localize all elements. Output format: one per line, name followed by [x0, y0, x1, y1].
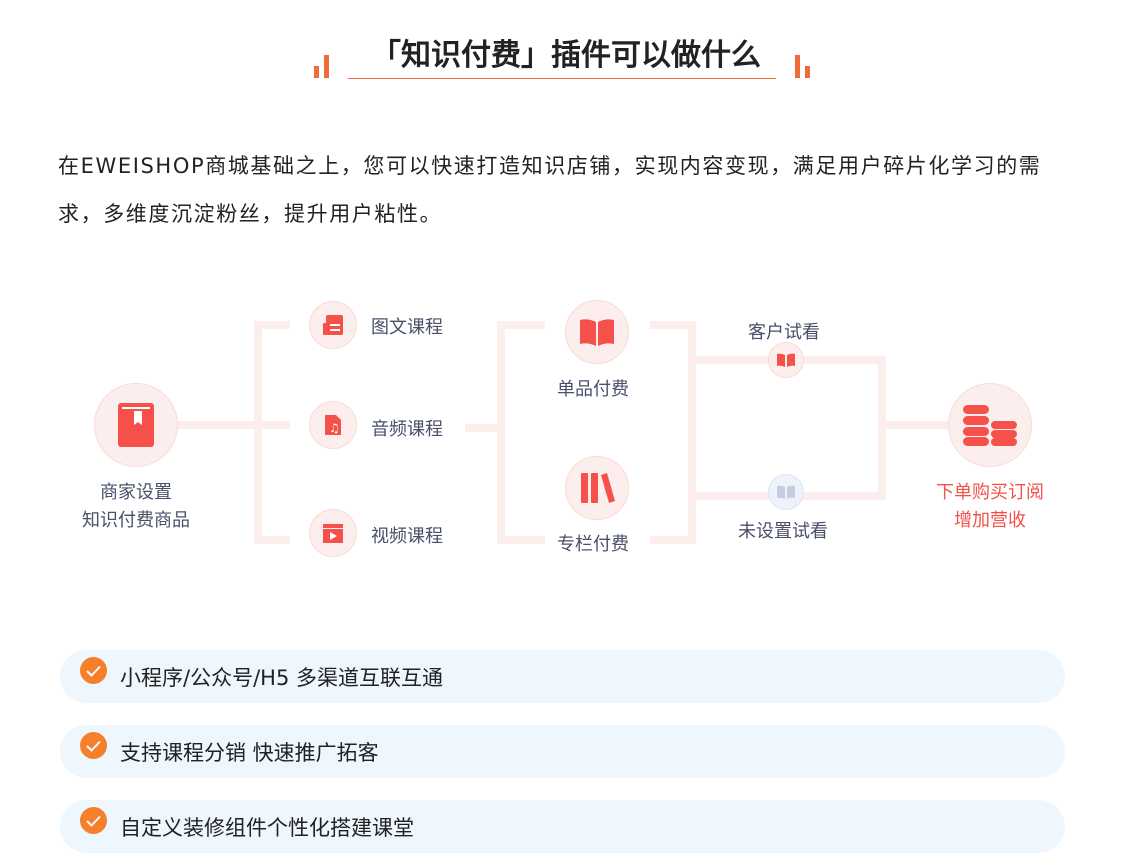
check-icon — [80, 807, 107, 834]
audio-file-icon: ♫ — [309, 401, 357, 449]
result-label: 下单购买订阅 — [936, 482, 1044, 503]
type-label: 视频课程 — [371, 526, 443, 547]
pay-label: 单品付费 — [557, 379, 629, 400]
svg-text:♫: ♫ — [329, 421, 340, 435]
books-column-icon — [565, 456, 629, 520]
title-underline — [348, 78, 776, 79]
intro-text: 在EWEISHOP商城基础之上，您可以快速打造知识店铺，实现内容变现，满足用户碎… — [58, 154, 1042, 226]
title-deco-left — [324, 55, 329, 78]
open-book-icon — [565, 300, 629, 364]
type-label: 图文课程 — [371, 317, 443, 338]
book-bookmark-icon — [94, 383, 178, 467]
type-label: 音频课程 — [371, 419, 443, 440]
title-deco-right — [805, 66, 810, 78]
check-icon — [80, 657, 107, 684]
page-title: 「知识付费」插件可以做什么 — [371, 38, 761, 73]
feature-item: 自定义装修组件个性化搭建课堂 — [60, 800, 1065, 853]
video-clapper-icon — [309, 509, 357, 557]
check-icon — [80, 732, 107, 759]
merchant-label: 商家设置 — [100, 482, 172, 503]
article-icon — [309, 301, 357, 349]
title-deco-right — [795, 55, 800, 78]
title-deco-left — [314, 66, 319, 78]
feature-item: 小程序/公众号/H5 多渠道互联互通 — [60, 650, 1065, 703]
no-trial-book-icon — [768, 474, 804, 510]
result-label: 增加营收 — [954, 510, 1026, 531]
trial-label: 客户试看 — [748, 322, 820, 343]
pay-label: 专栏付费 — [557, 534, 629, 555]
coins-stack-icon — [948, 383, 1032, 467]
feature-item: 支持课程分销 快速推广拓客 — [60, 725, 1065, 778]
trial-label: 未设置试看 — [738, 521, 828, 542]
merchant-label: 知识付费商品 — [82, 510, 190, 531]
trial-book-icon — [768, 342, 804, 378]
